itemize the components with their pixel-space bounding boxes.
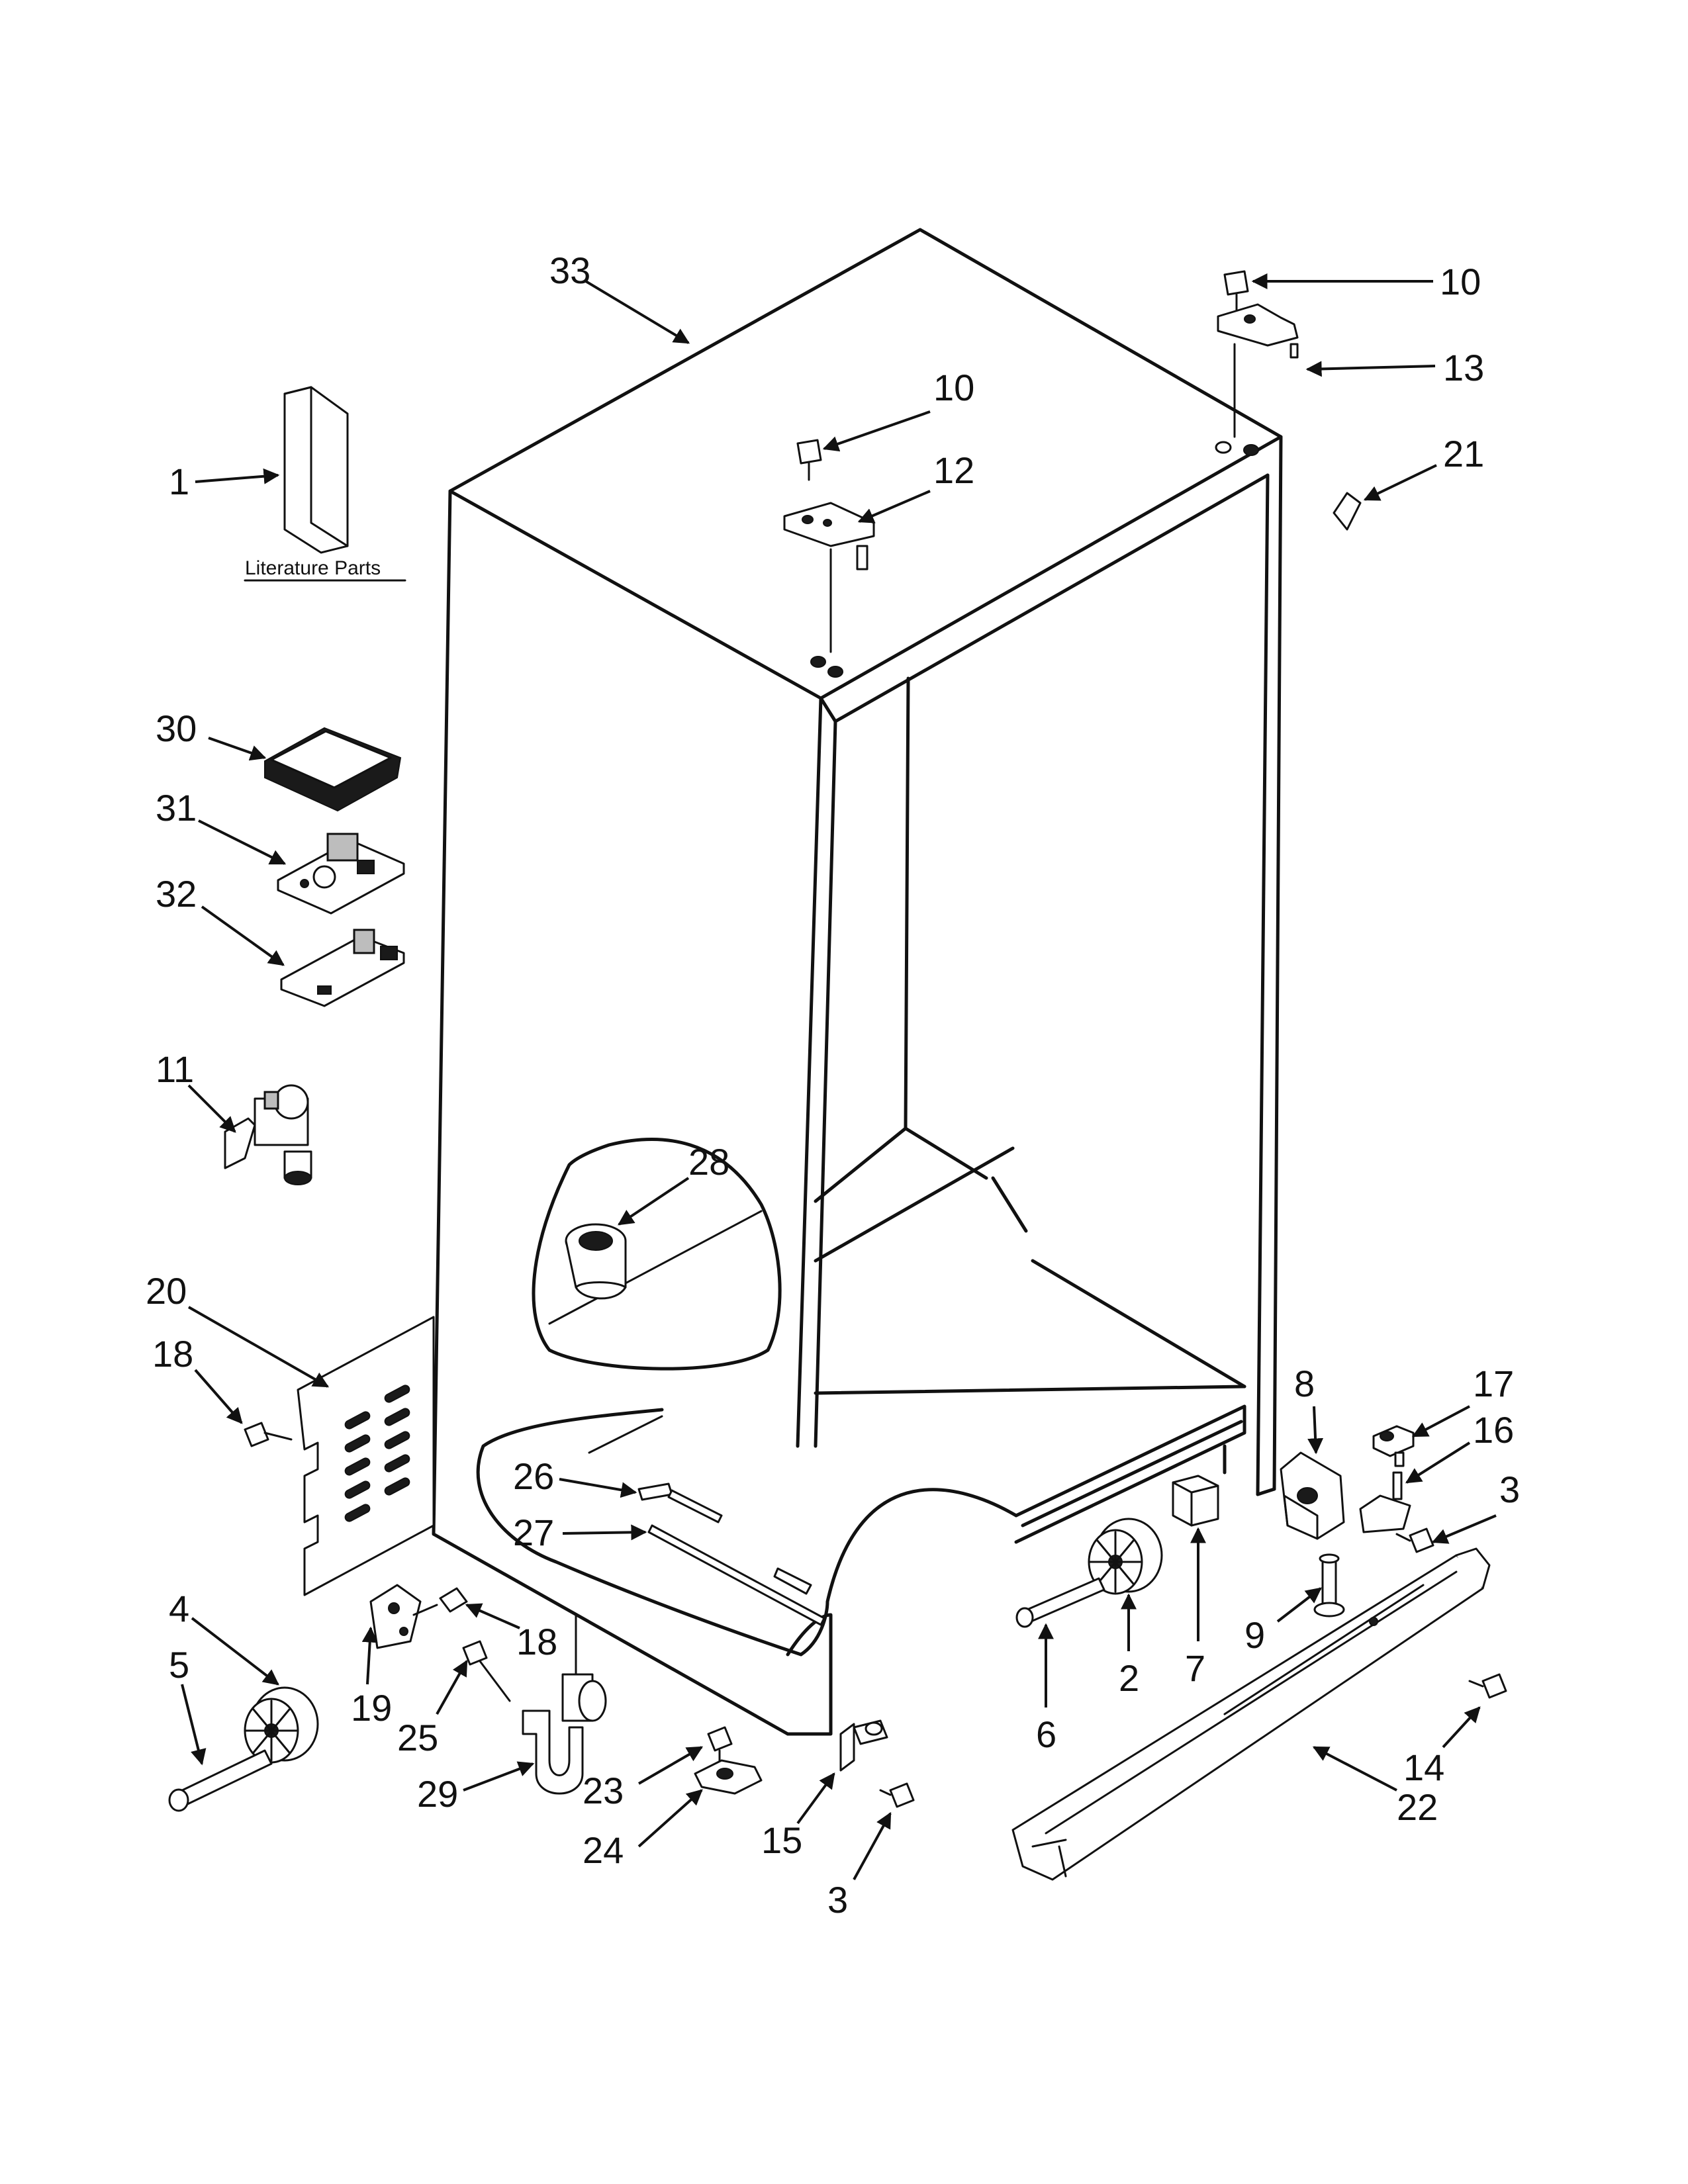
hinge-screw-right: [1395, 1527, 1434, 1553]
callout-4: 4: [169, 1588, 189, 1629]
callout-14: 14: [1403, 1747, 1444, 1788]
callout-31: 31: [156, 787, 197, 829]
callout-26: 26: [513, 1455, 554, 1497]
hinge-screw-left: [796, 439, 822, 481]
callout-3-lower: 3: [827, 1879, 848, 1921]
callout-25: 25: [397, 1717, 438, 1758]
panel-screw: [244, 1422, 293, 1447]
power-control-board: [277, 833, 405, 915]
callout-5: 5: [169, 1644, 189, 1686]
water-inlet-valve: [224, 1084, 312, 1185]
callout-13: 13: [1443, 347, 1484, 388]
rear-roller-wheel-left: [244, 1686, 319, 1764]
rear-access-panel: [297, 1316, 435, 1596]
callout-28: 28: [688, 1141, 729, 1183]
callout-10-left: 10: [933, 367, 974, 408]
fill-tube: [637, 1482, 812, 1595]
callout-1: 1: [169, 461, 189, 502]
callout-20: 20: [146, 1270, 187, 1312]
leveling-leg: [1313, 1553, 1345, 1617]
bracket-screw-lower: [879, 1782, 915, 1808]
hinge-screw-top-right: [1223, 270, 1249, 319]
callout-6: 6: [1036, 1713, 1056, 1755]
panel-vents: [344, 1385, 410, 1522]
front-roller-wheel: [1088, 1518, 1163, 1595]
callout-7: 7: [1185, 1647, 1205, 1689]
literature-parts-label: Literature Parts: [245, 557, 381, 579]
callout-16: 16: [1473, 1409, 1514, 1451]
leveling-bracket: [369, 1584, 422, 1649]
callout-32: 32: [156, 873, 197, 915]
callout-12: 12: [933, 449, 974, 491]
drain-pan-screw: [707, 1726, 733, 1765]
drain-screw: [462, 1640, 511, 1702]
dispenser-control-board: [280, 929, 405, 1007]
callout-22: 22: [1397, 1786, 1438, 1828]
callout-8: 8: [1294, 1363, 1315, 1404]
hinge-cover-clip: [1333, 492, 1362, 531]
drain-trap: [522, 1673, 607, 1795]
control-cover: [264, 727, 402, 812]
callout-18-lower: 18: [516, 1621, 557, 1662]
bracket-screw: [412, 1587, 468, 1616]
fill-tube-rod: [647, 1524, 825, 1626]
leader-lines: [181, 273, 1497, 1880]
refrigerator-cabinet: [432, 228, 1283, 1736]
callout-27: 27: [513, 1512, 554, 1553]
lower-hinge-pin: [1359, 1471, 1411, 1533]
callout-18-left: 18: [152, 1333, 193, 1375]
callout-15: 15: [761, 1819, 802, 1861]
literature-booklet: [283, 386, 349, 554]
callout-2: 2: [1119, 1657, 1139, 1699]
callout-21: 21: [1443, 433, 1484, 475]
top-hinge-left: [783, 502, 875, 653]
callout-29: 29: [417, 1773, 458, 1815]
callout-17: 17: [1473, 1363, 1514, 1404]
callout-3-right: 3: [1499, 1469, 1520, 1510]
callout-10-top: 10: [1440, 261, 1481, 302]
grille-screw: [1468, 1673, 1507, 1699]
drain-pan-bracket: [694, 1759, 763, 1795]
lower-hinge-bracket: [839, 1719, 888, 1772]
roller-axle-front: [1015, 1577, 1105, 1628]
roller-axle-left: [168, 1749, 273, 1812]
leveling-pad: [1172, 1475, 1219, 1527]
callout-33: 33: [549, 250, 590, 291]
hinge-pin-cap: [1372, 1425, 1415, 1467]
callout-labels: 33 10 10 13 21 12 1 30 31 32 11 28 20 18…: [146, 250, 1520, 1921]
base-grille: [1011, 1547, 1491, 1881]
callout-9: 9: [1244, 1614, 1265, 1656]
cutaway-grommet: [565, 1223, 627, 1300]
callout-23: 23: [583, 1770, 624, 1811]
lower-hinge-assembly: [1280, 1451, 1345, 1540]
callout-19: 19: [351, 1687, 392, 1729]
callout-24: 24: [583, 1829, 624, 1871]
callout-30: 30: [156, 707, 197, 749]
callout-11: 11: [156, 1048, 194, 1090]
top-hinge-right: [1217, 303, 1299, 438]
